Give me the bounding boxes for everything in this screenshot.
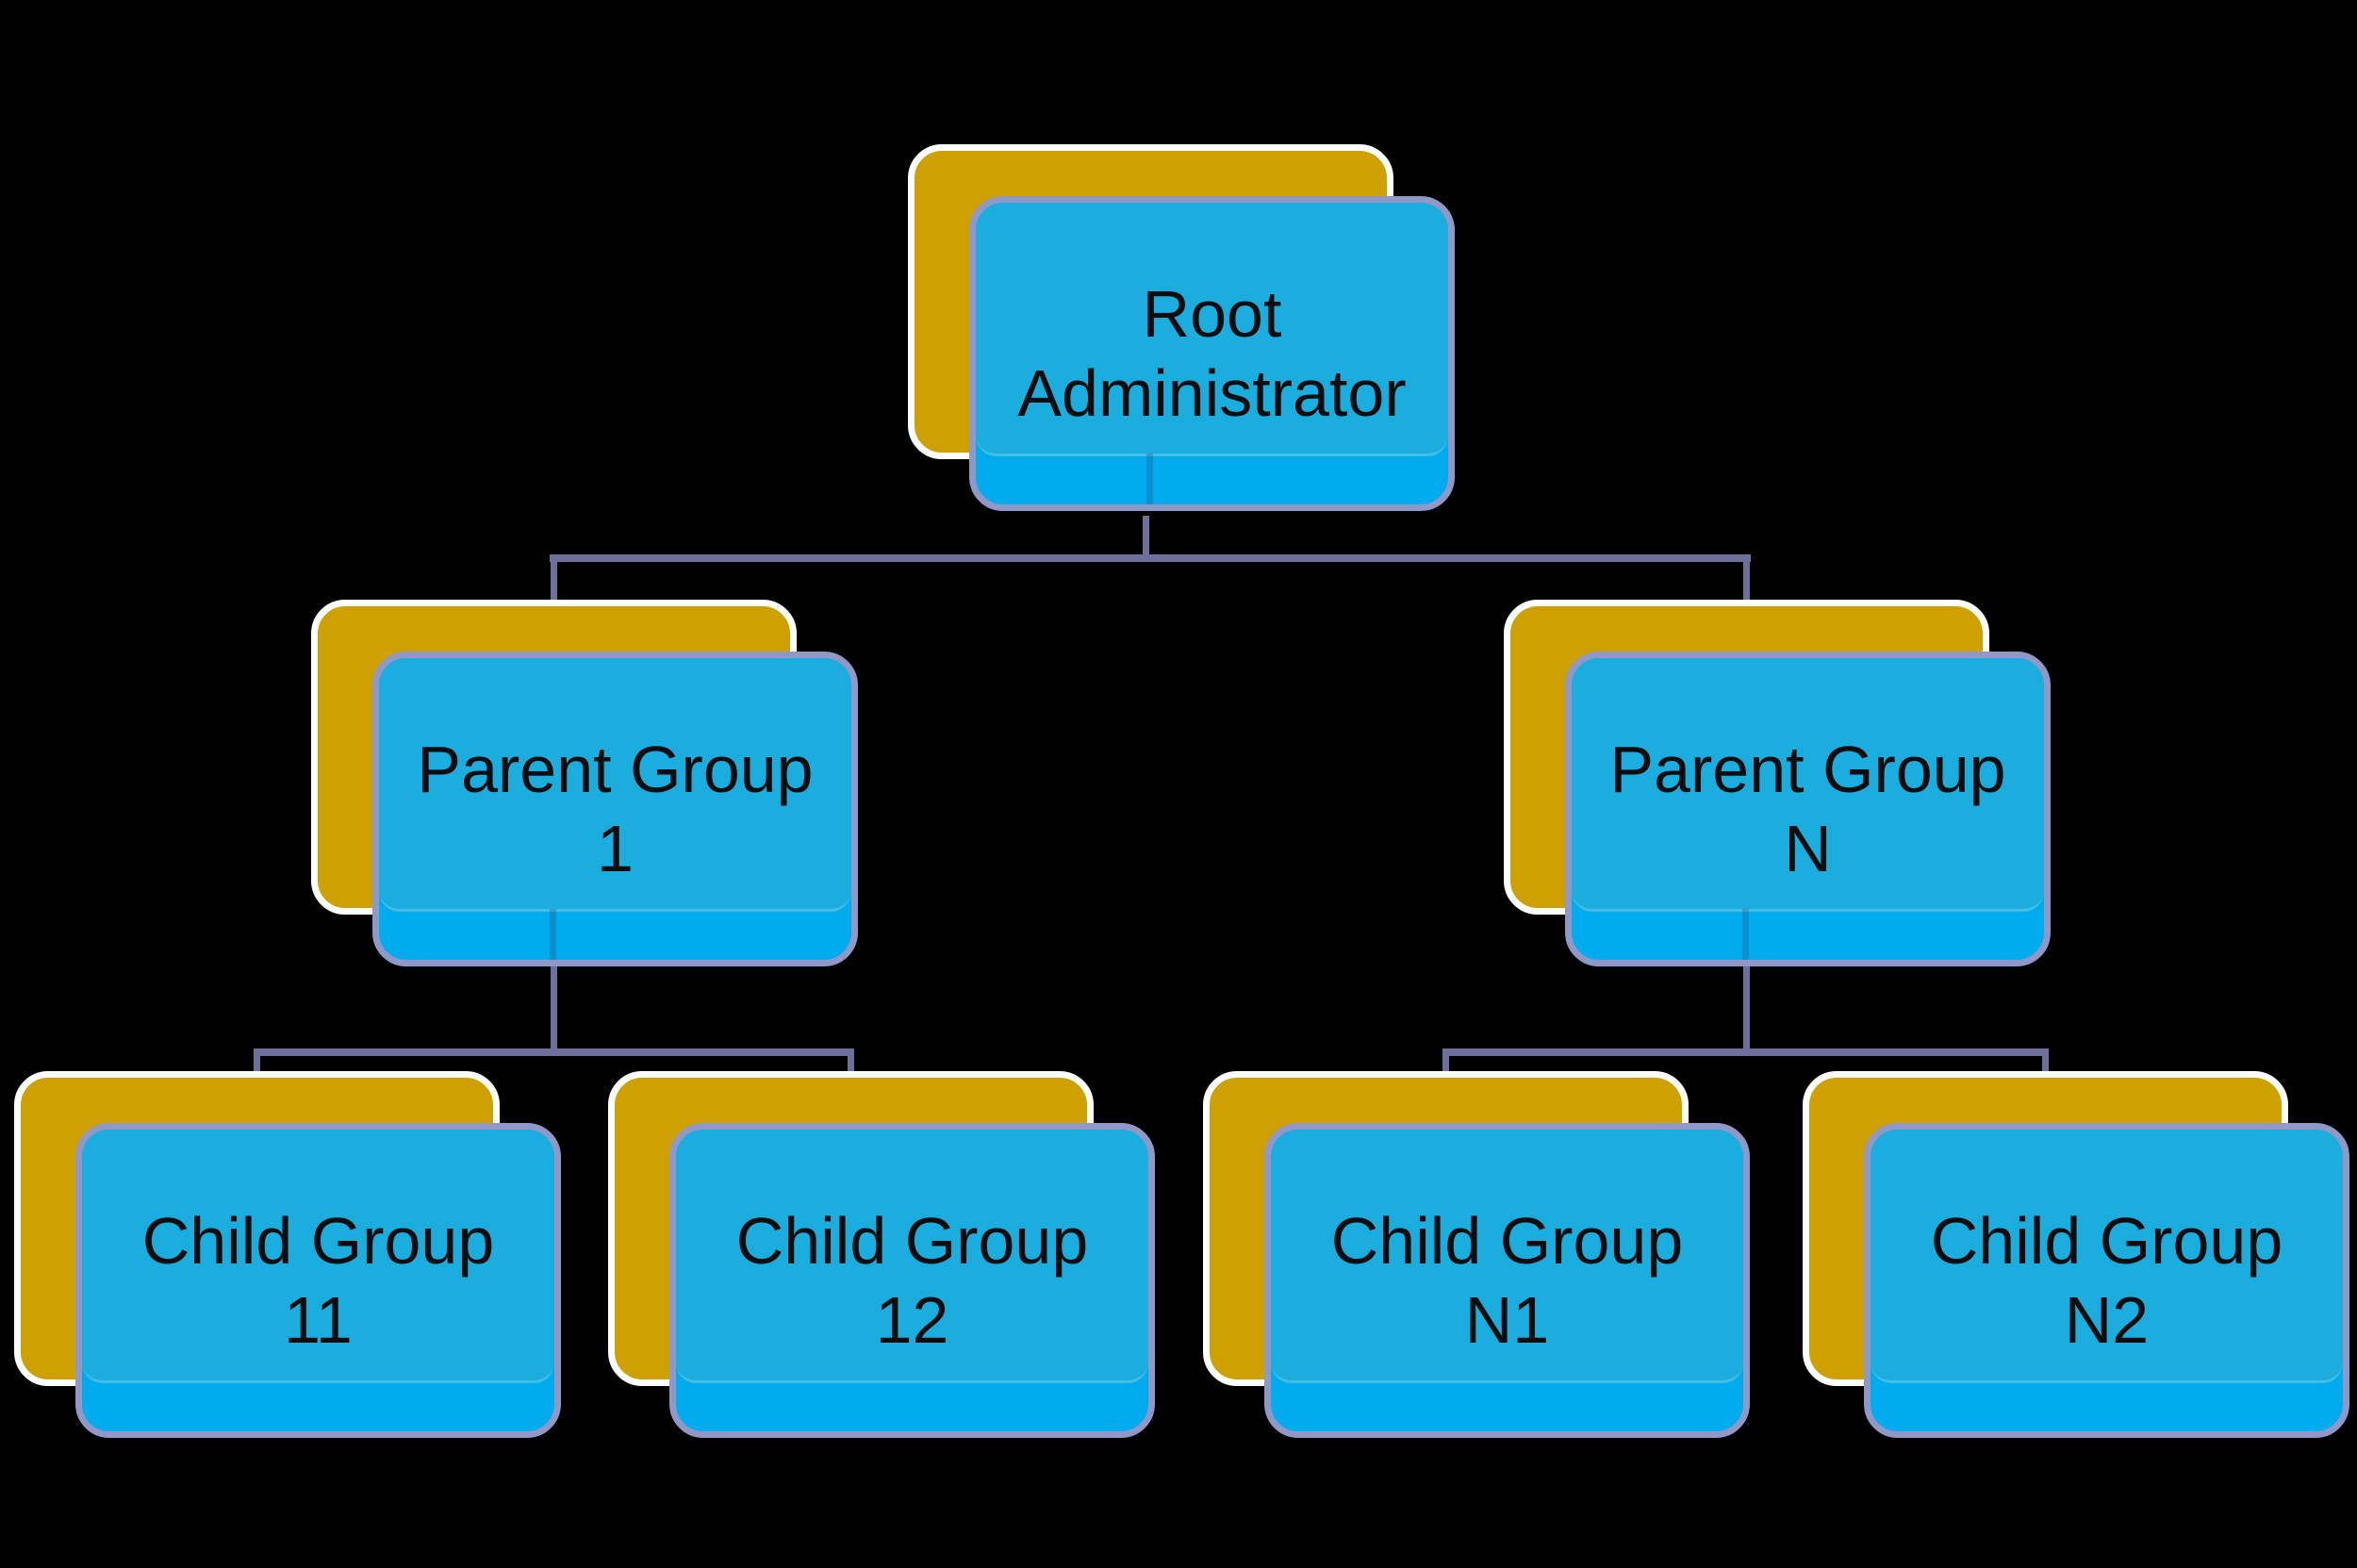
node-front-plate: Child Group 12 [669, 1123, 1155, 1438]
node-root-administrator: Root Administrator [908, 144, 1455, 511]
node-gloss-overlay [676, 1130, 1148, 1383]
node-label-line1: Parent Group [1609, 733, 2006, 806]
node-label-line2: N2 [2064, 1283, 2150, 1357]
node-parent-group-n: Parent Group N [1504, 600, 2051, 966]
node-label-line1: Child Group [141, 1204, 495, 1278]
node-label: Child Group N2 [1871, 1130, 2343, 1431]
node-label: Child Group 12 [676, 1130, 1148, 1431]
node-front-plate: Child Group N1 [1264, 1123, 1750, 1438]
connector-parent-1-stem [551, 960, 557, 1054]
node-gloss-overlay [1871, 1130, 2343, 1383]
node-label-line1: Child Group [735, 1204, 1089, 1278]
connector-pass-through [550, 908, 556, 960]
connector-drop-parent-n [1743, 554, 1750, 609]
node-label-line2: 12 [875, 1283, 949, 1357]
connector-root-stem [1143, 516, 1149, 562]
connector-drop-parent-1 [551, 554, 557, 609]
node-label-line2: N [1784, 812, 1832, 885]
node-label: Parent Group 1 [379, 658, 851, 960]
connector-level2-bar-left [254, 1048, 854, 1056]
node-label: Parent Group N [1572, 658, 2044, 960]
node-child-group-12: Child Group 12 [608, 1071, 1155, 1438]
connector-parent-n-stem [1743, 960, 1750, 1054]
connector-pass-through [1146, 453, 1153, 504]
node-label-line1: Child Group [1930, 1204, 2283, 1278]
node-label-line1: Child Group [1330, 1204, 1684, 1278]
node-child-group-n1: Child Group N1 [1203, 1071, 1750, 1438]
node-child-group-n2: Child Group N2 [1803, 1071, 2349, 1438]
node-gloss-overlay [1572, 658, 2044, 912]
connector-pass-through [1742, 908, 1749, 960]
node-label: Child Group N1 [1271, 1130, 1743, 1431]
node-gloss-overlay [82, 1130, 554, 1383]
node-label-line1: Root [1142, 277, 1282, 351]
node-label-line2: 1 [597, 812, 634, 885]
node-label-line2: 11 [284, 1283, 353, 1357]
node-parent-group-1: Parent Group 1 [311, 600, 858, 966]
node-gloss-overlay [379, 658, 851, 912]
node-label-line1: Parent Group [417, 733, 814, 806]
node-label: Child Group 11 [82, 1130, 554, 1431]
node-front-plate: Root Administrator [969, 196, 1455, 511]
connector-drop-child-n2 [2042, 1048, 2049, 1081]
node-front-plate: Parent Group 1 [372, 652, 858, 966]
connector-level1-bar [550, 554, 1751, 562]
node-label-line2: Administrator [1017, 356, 1407, 430]
connector-drop-child-11 [254, 1048, 260, 1081]
connector-drop-child-12 [848, 1048, 854, 1081]
node-front-plate: Parent Group N [1565, 652, 2051, 966]
node-label: Root Administrator [976, 203, 1448, 504]
connector-level2-bar-right [1442, 1048, 2049, 1056]
node-gloss-overlay [1271, 1130, 1743, 1383]
node-child-group-11: Child Group 11 [14, 1071, 561, 1438]
connector-drop-child-n1 [1442, 1048, 1449, 1081]
node-label-line2: N1 [1464, 1283, 1550, 1357]
node-front-plate: Child Group N2 [1864, 1123, 2349, 1438]
node-gloss-overlay [976, 203, 1448, 456]
node-front-plate: Child Group 11 [75, 1123, 561, 1438]
